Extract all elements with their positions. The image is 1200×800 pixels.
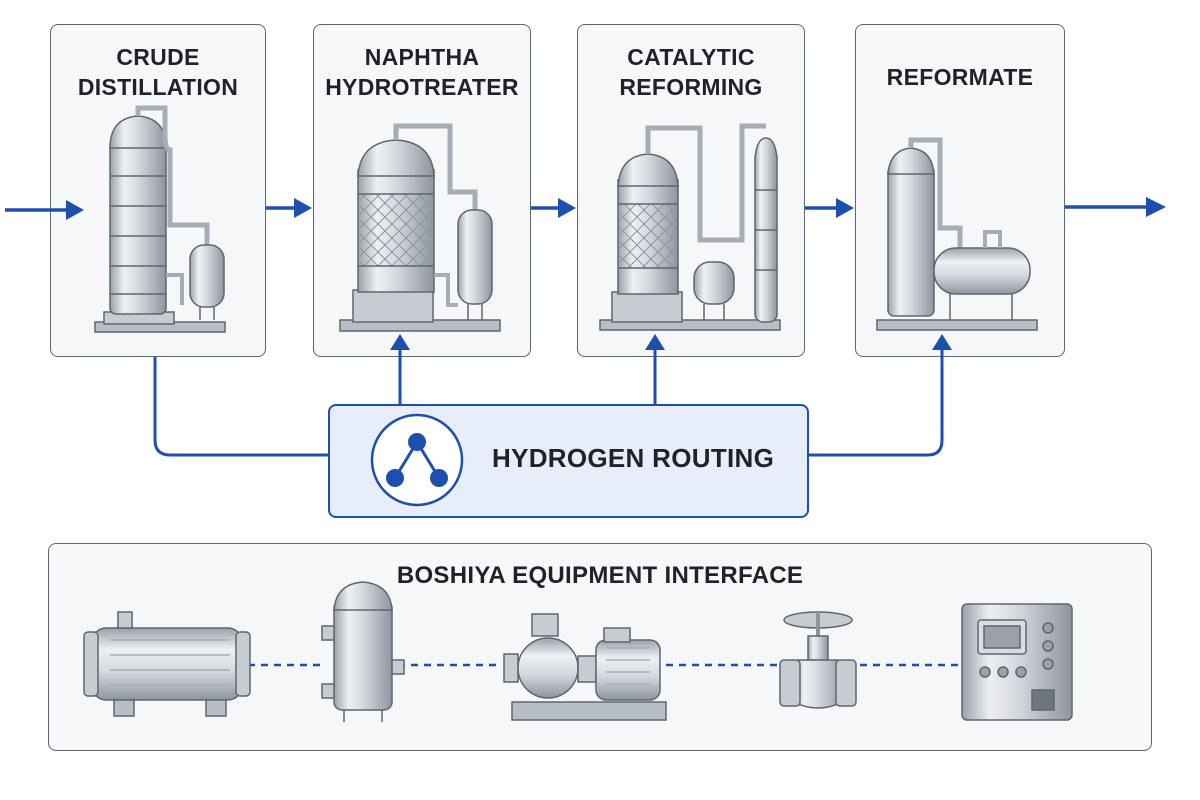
hydrogen-routing-lines (153, 346, 944, 457)
heat-exchanger-icon (83, 611, 251, 717)
centrifugal-pump-icon (503, 613, 667, 721)
control-panel-icon (961, 603, 1073, 721)
flow-arrows (5, 197, 1166, 220)
distillation-column-icon (94, 105, 226, 333)
pressure-vessel-icon (321, 581, 405, 722)
gate-valve-icon (779, 611, 857, 709)
hydrogen-network-icon (370, 413, 464, 507)
reformer-reactor-icon (599, 123, 781, 331)
stage-title-reformate: REFORMATE (886, 64, 1034, 90)
hydrotreater-reactor-icon (339, 123, 501, 332)
equipment-interface-title: BOSHIYA EQUIPMENT INTERFACE (396, 562, 804, 589)
reformate-vessel-icon (876, 137, 1038, 331)
hydrogen-routing-label: HYDROGEN ROUTING (492, 443, 775, 473)
